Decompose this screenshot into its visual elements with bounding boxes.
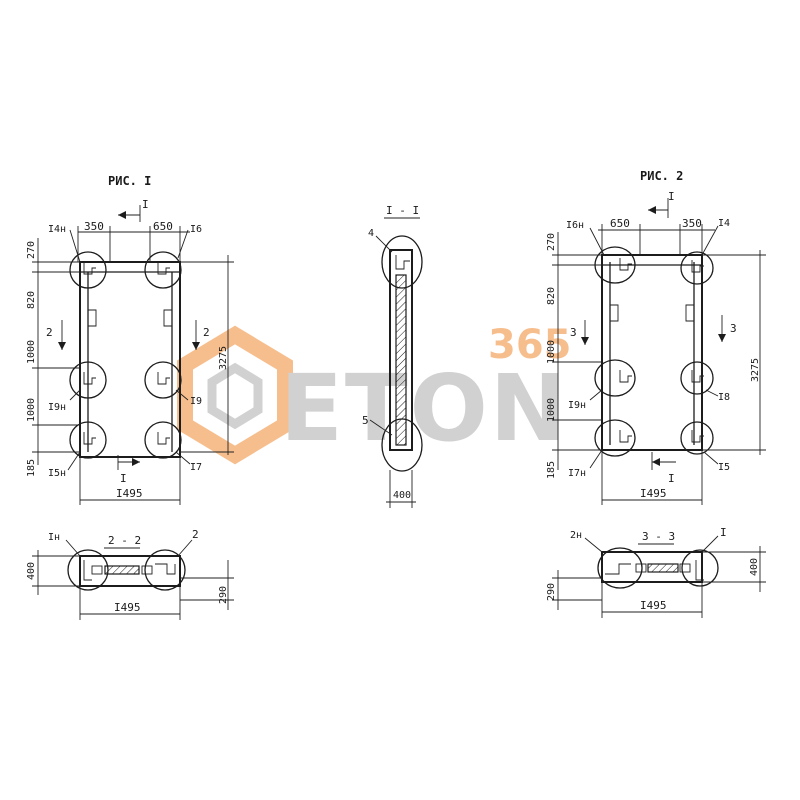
fig1-panel-outline (79, 261, 181, 458)
fig2-dim-top-1: 650 (610, 217, 630, 230)
watermark-word: ETON (280, 355, 569, 462)
fig2-dim-left-2: 820 (546, 287, 557, 305)
section33-dim-width: I495 (640, 599, 667, 612)
figure-1: РИС. I I (26, 174, 234, 505)
watermark: 365 ETON (177, 322, 572, 465)
fig2-label-mid-right: I8 (718, 392, 730, 403)
section33-dim-height: 400 (749, 558, 760, 576)
section33-dim-height2: 290 (546, 583, 557, 601)
fig1-section-arrow-right: 2 (203, 326, 210, 339)
fig1-dim-left-3: 1000 (26, 340, 37, 364)
fig1-label-bot-right: I7 (190, 462, 202, 473)
section22-label-left: Iн (48, 532, 60, 543)
fig1-dim-top-1: 350 (84, 220, 104, 233)
fig2-dim-left-3: 1000 (546, 340, 557, 364)
fig1-dim-left-1: 270 (26, 241, 37, 259)
fig2-label-top-right: I4 (718, 218, 730, 229)
section33-label-right: I (720, 526, 727, 539)
fig1-section-mark-bottom: I (120, 472, 127, 485)
section22-title: 2 - 2 (108, 534, 141, 547)
fig2-label-top-left: I6н (566, 220, 584, 231)
fig1-dim-total-height: 3275 (218, 346, 229, 370)
fig1-dim-left-4: 1000 (26, 398, 37, 422)
fig1-dim-left-2: 820 (26, 291, 37, 309)
section11-title: I - I (386, 204, 419, 217)
fig1-dim-top-2: 650 (153, 220, 173, 233)
fig2-section-mark-bottom: I (668, 472, 675, 485)
fig2-dim-left-5: 185 (546, 461, 557, 479)
fig2-section-mark-top: I (668, 190, 675, 203)
fig2-section-arrow-left: 3 (570, 326, 577, 339)
section11-dim-width: 400 (393, 490, 411, 501)
fig1-section-arrow-left: 2 (46, 326, 53, 339)
section22-label-right: 2 (192, 528, 199, 541)
fig1-bolt-circles (69, 251, 182, 459)
fig2-dim-top-2: 350 (682, 217, 702, 230)
section-3-3: 3 - 3 2н I 400 290 I495 (546, 526, 766, 618)
section33-label-left: 2н (570, 530, 582, 541)
fig1-dim-left-5: 185 (26, 459, 37, 477)
fig1-dim-width: I495 (116, 487, 143, 500)
fig2-dim-left-1: 270 (546, 233, 557, 251)
fig1-section-mark-top: I (142, 198, 149, 211)
fig1-label-bot-left: I5н (48, 468, 66, 479)
fig2-section-arrow-right: 3 (730, 322, 737, 335)
fig2-dim-total-height: 3275 (750, 358, 761, 382)
fig2-panel-outline (601, 254, 703, 451)
fig2-label-bot-right: I5 (718, 462, 730, 473)
fig2-title: РИС. 2 (640, 169, 683, 183)
fig2-dim-width: I495 (640, 487, 667, 500)
fig2-label-bot-left: I7н (568, 468, 586, 479)
fig1-label-top-left: I4н (48, 224, 66, 235)
section11-label-bottom: 5 (362, 414, 369, 427)
fig2-dim-left-4: 1000 (546, 398, 557, 422)
fig2-bolt-circles (594, 246, 714, 457)
fig1-label-mid-right: I9 (190, 396, 202, 407)
section-2-2: 2 - 2 Iн 2 400 290 I495 (26, 528, 234, 620)
section11-label-top: 4 (368, 228, 374, 239)
section-1-1: I - I 4 5 400 (362, 204, 423, 508)
section22-dim-height2: 290 (218, 586, 229, 604)
section33-title: 3 - 3 (642, 530, 675, 543)
watermark-logo-hexagon (177, 325, 293, 465)
fig1-label-mid-left: I9н (48, 402, 66, 413)
fig1-label-top-right: I6 (190, 224, 202, 235)
figure-2: РИС. 2 I 6 (546, 169, 766, 505)
section22-dim-height: 400 (26, 562, 37, 580)
section22-dim-width: I495 (114, 601, 141, 614)
fig1-title: РИС. I (108, 174, 151, 188)
fig2-label-mid-left: I9н (568, 400, 586, 411)
